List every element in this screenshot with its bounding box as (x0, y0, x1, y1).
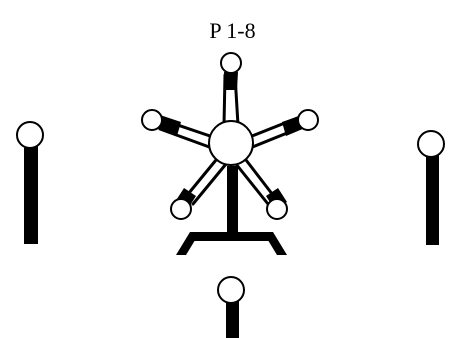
spoke-lower-right-b (234, 162, 270, 206)
grip-upper-left (157, 115, 181, 136)
standing-pin-left (16, 121, 44, 244)
ball-lower-right (266, 198, 288, 220)
ball-upper-right (297, 109, 319, 131)
standing-pin-bottom (217, 276, 245, 338)
stand-foot-left (176, 232, 200, 255)
pin-post (226, 297, 239, 338)
wheel-hub (208, 120, 254, 166)
ball-top (220, 52, 242, 74)
grip-top (224, 72, 238, 90)
pin-head (217, 276, 245, 304)
pin-post (24, 143, 38, 244)
wheel-stand (176, 166, 287, 255)
standing-pin-right (417, 130, 445, 245)
spoke-lower-right-a (244, 158, 278, 201)
ball-lower-left (170, 198, 192, 220)
page-title: P 1-8 (209, 18, 256, 43)
stand-pole (227, 166, 238, 240)
stand-foot-right (263, 232, 287, 255)
star-wheel-on-stand (141, 52, 319, 255)
spoke-lower-left-b (191, 162, 228, 206)
ball-upper-left (141, 109, 163, 131)
wheel-balls (141, 52, 319, 220)
pin-head (16, 121, 44, 149)
stand-base-bar (190, 232, 273, 241)
pin-post (426, 150, 439, 245)
pin-head (417, 130, 445, 158)
